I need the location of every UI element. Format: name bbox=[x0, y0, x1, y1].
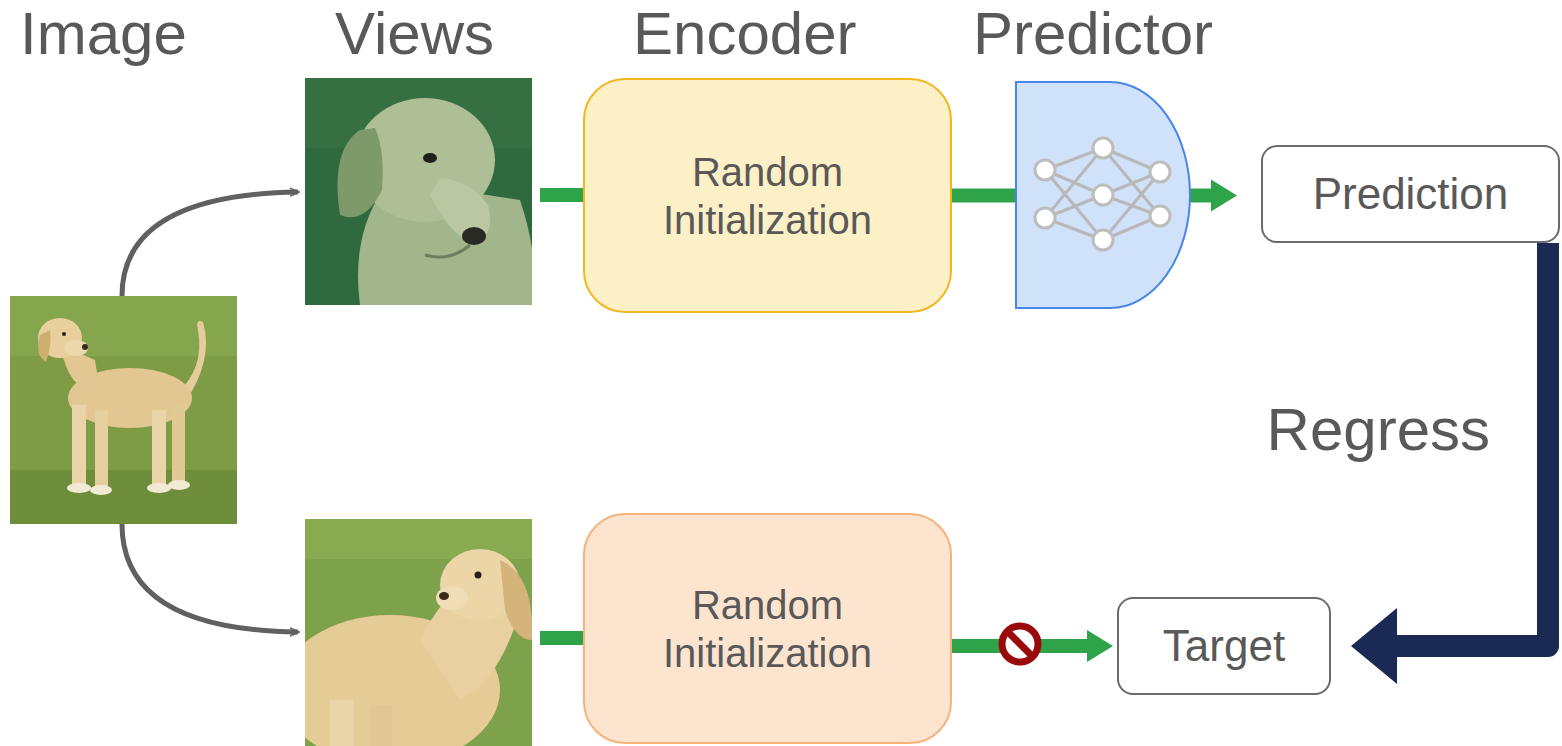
stop-gradient-icon bbox=[1002, 626, 1038, 662]
node-text: Random Initialization bbox=[609, 148, 926, 244]
encoder-box: Random Initialization bbox=[583, 513, 952, 744]
edge-label: Regress bbox=[1267, 400, 1490, 460]
column-header: Views bbox=[335, 4, 494, 64]
flow-stub bbox=[540, 631, 584, 645]
node-text: Target bbox=[1163, 620, 1285, 673]
target-box: Target bbox=[1117, 597, 1331, 695]
flow-arrow bbox=[1351, 243, 1548, 684]
column-header: Predictor bbox=[973, 4, 1213, 64]
view-arrow bbox=[122, 524, 298, 632]
column-header: Image bbox=[20, 4, 187, 64]
node-text: Prediction bbox=[1313, 168, 1509, 221]
node-text: Random Initialization bbox=[609, 581, 926, 677]
view-arrow bbox=[122, 192, 298, 296]
prediction-box: Prediction bbox=[1261, 145, 1560, 243]
flow-stub bbox=[540, 188, 584, 202]
dog-view-crop bbox=[305, 78, 532, 305]
dog-view-crop bbox=[305, 519, 532, 746]
column-header: Encoder bbox=[633, 4, 856, 64]
encoder-box: Random Initialization bbox=[583, 78, 952, 313]
predictor-network bbox=[1016, 82, 1190, 308]
dog-photo bbox=[10, 296, 237, 524]
